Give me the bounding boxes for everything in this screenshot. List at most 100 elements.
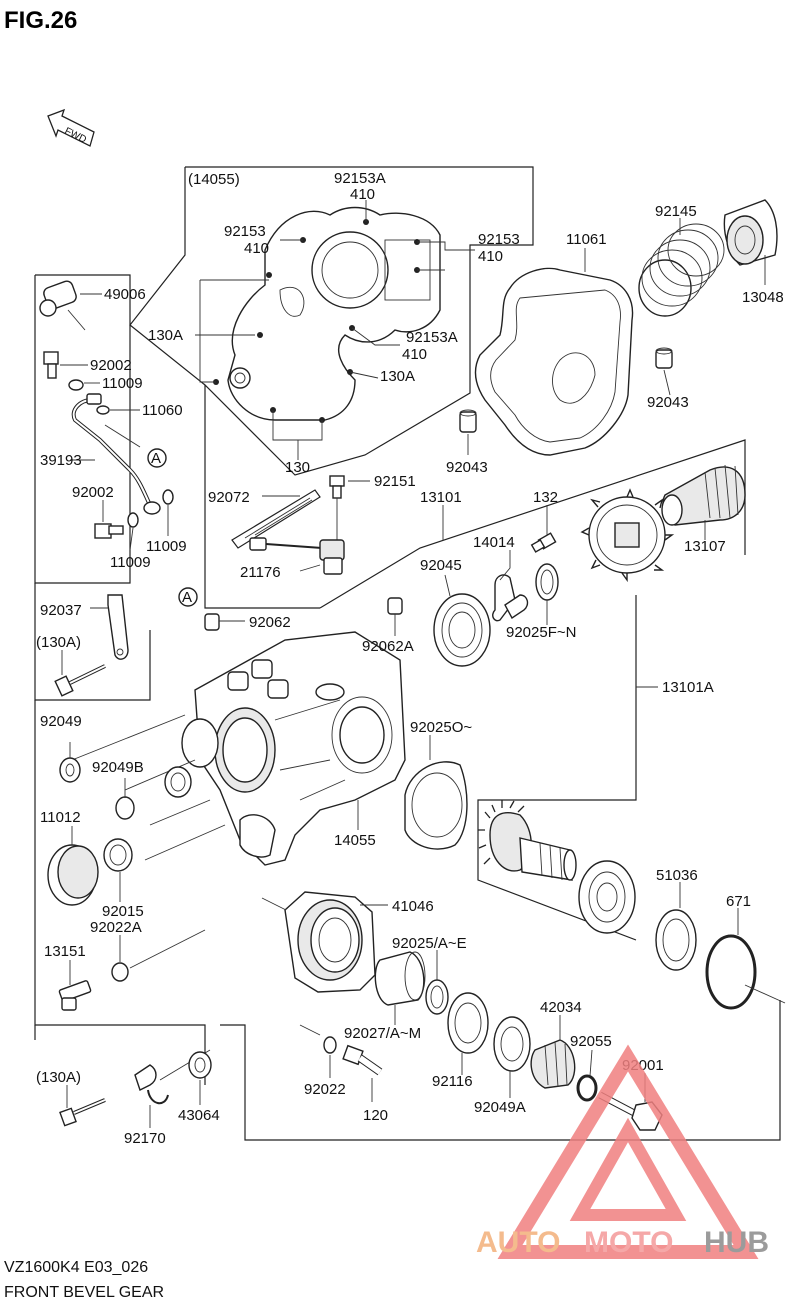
housing-41046-part bbox=[284, 891, 376, 993]
bolt-130A-lower-part bbox=[59, 1098, 106, 1127]
gasket-11061-part bbox=[474, 267, 634, 456]
cover-leader-lines bbox=[195, 200, 475, 460]
label-132: 132 bbox=[533, 489, 558, 506]
bolt-132-part bbox=[530, 532, 557, 553]
sleeve-92027-part bbox=[374, 951, 426, 1006]
pinion-gear-part bbox=[478, 800, 636, 934]
oring-92022-part bbox=[323, 1036, 337, 1054]
washer-92049-part bbox=[59, 757, 81, 783]
bearing-92116-part bbox=[447, 992, 489, 1054]
label-130A-left: 130A bbox=[148, 327, 183, 344]
band-92072-part bbox=[231, 489, 321, 549]
spring-92145-part bbox=[638, 223, 725, 317]
label-410-right: 410 bbox=[478, 248, 503, 265]
label-120: 120 bbox=[363, 1107, 388, 1124]
label-51036: 51036 bbox=[656, 867, 698, 884]
label-92116: 92116 bbox=[432, 1073, 473, 1090]
label-92022: 92022 bbox=[304, 1081, 346, 1098]
label-92153A-mid: 92153A bbox=[406, 329, 458, 346]
oring-671-part bbox=[705, 934, 757, 1010]
label-92049: 92049 bbox=[40, 713, 82, 730]
label-92022A: 92022A bbox=[90, 919, 142, 936]
clamp-11060-part bbox=[96, 405, 110, 415]
label-21176: 21176 bbox=[240, 564, 281, 581]
plate-14014-part bbox=[492, 574, 529, 622]
label-130-bottom: 130 bbox=[285, 459, 310, 476]
label-41046: 41046 bbox=[392, 898, 434, 915]
ref-a-upper: A bbox=[151, 450, 161, 467]
label-92153-right: 92153 bbox=[478, 231, 520, 248]
label-671: 671 bbox=[726, 893, 751, 910]
hose-fitting-49006-part bbox=[39, 280, 77, 317]
label-410-mid: 410 bbox=[402, 346, 427, 363]
label-92037: 92037 bbox=[40, 602, 82, 619]
leader-92043-right bbox=[663, 369, 671, 396]
label-11012: 11012 bbox=[40, 809, 81, 826]
bolt-92151-part bbox=[329, 475, 345, 499]
label-92045: 92045 bbox=[420, 557, 462, 574]
leader-92022-up bbox=[299, 1024, 321, 1036]
leader-92055 bbox=[589, 1049, 593, 1077]
ref-circle-a-upper bbox=[147, 448, 167, 468]
ref-a-lower: A bbox=[182, 589, 192, 606]
label-92153A-top: 92153A bbox=[334, 170, 386, 187]
label-92072: 92072 bbox=[208, 489, 250, 506]
hose-39193-part bbox=[71, 393, 161, 515]
label-39193: 39193 bbox=[40, 452, 82, 469]
sensor-21176-part bbox=[249, 537, 345, 575]
leader-92049B bbox=[124, 759, 196, 791]
model-code: VZ1600K4 E03_026 bbox=[4, 1259, 148, 1276]
plug-92015-part bbox=[103, 838, 133, 872]
label-92025-A-E: 92025/A~E bbox=[392, 935, 467, 952]
label-13101: 13101 bbox=[420, 489, 462, 506]
banjo-bolt-92002-top bbox=[43, 351, 59, 379]
ref-circle-a-lower bbox=[178, 587, 198, 607]
label-13151: 13151 bbox=[44, 943, 86, 960]
breather-13151-part bbox=[58, 980, 92, 1011]
oring-92055-part bbox=[576, 1074, 598, 1102]
leader-14014 bbox=[499, 550, 511, 581]
leader-671-tail bbox=[744, 984, 786, 1004]
leader-92045 bbox=[444, 574, 451, 597]
gear-case-14055-part bbox=[181, 631, 406, 866]
leader-92022A-case bbox=[129, 929, 206, 969]
label-92027-A-M: 92027/A~M bbox=[344, 1025, 421, 1042]
label-92025F-N: 92025F~N bbox=[506, 624, 576, 641]
label-410-left: 410 bbox=[244, 240, 269, 257]
label-92151: 92151 bbox=[374, 473, 416, 490]
label-11009-mid: 11009 bbox=[110, 554, 151, 571]
gear-13101-part bbox=[580, 488, 675, 583]
fwd-arrow-icon: FWD bbox=[47, 108, 95, 147]
label-92055: 92055 bbox=[570, 1033, 612, 1050]
grommet-43064-part bbox=[188, 1051, 212, 1079]
watermark-moto: MOTO bbox=[584, 1226, 673, 1259]
washer-11009-mid bbox=[127, 512, 139, 528]
label-92049A: 92049A bbox=[474, 1099, 526, 1116]
bolt-130A-upper-part bbox=[54, 664, 106, 697]
label-130A-right: 130A bbox=[380, 368, 415, 385]
label-92153-left: 92153 bbox=[224, 223, 266, 240]
watermark-logo: AUTO MOTO HUB bbox=[476, 1044, 769, 1259]
washer-92049B-small bbox=[115, 796, 135, 820]
seal-51036-part bbox=[655, 909, 697, 971]
leader-92049 bbox=[71, 714, 186, 761]
washer-92049-hole bbox=[65, 763, 75, 777]
label-92043-right: 92043 bbox=[647, 394, 689, 411]
clamp-92170-part bbox=[134, 1064, 169, 1105]
label-11061: 11061 bbox=[566, 231, 607, 248]
dowel-pin-92043-right bbox=[655, 347, 673, 369]
label-92015: 92015 bbox=[102, 903, 144, 920]
leader-92015 bbox=[144, 824, 226, 861]
section-name: FRONT BEVEL GEAR bbox=[4, 1284, 164, 1301]
label-13048: 13048 bbox=[742, 289, 784, 306]
label-13101A: 13101A bbox=[662, 679, 714, 696]
label-11009-top: 11009 bbox=[102, 375, 143, 392]
bolt-120-part bbox=[342, 1044, 383, 1076]
label-11009-bottom: 11009 bbox=[146, 538, 187, 555]
label-14055: 14055 bbox=[334, 832, 376, 849]
leader-A-ref bbox=[104, 424, 141, 448]
label-92062: 92062 bbox=[249, 614, 291, 631]
label-410-top: 410 bbox=[350, 186, 375, 203]
pin-92062-part bbox=[204, 613, 220, 631]
leader-41046-left bbox=[261, 897, 287, 911]
